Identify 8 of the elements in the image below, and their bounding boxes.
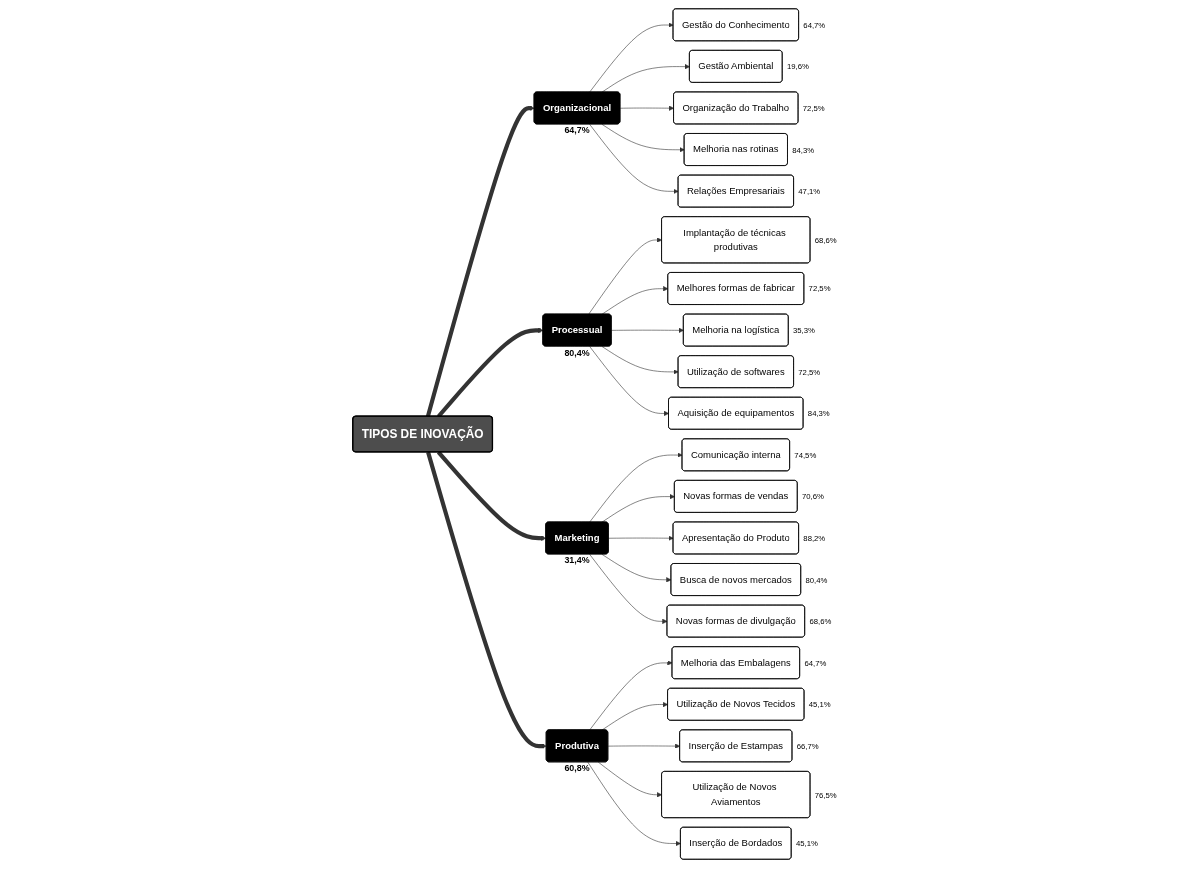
percentage-label: 80,4% [564,347,590,358]
arrow [436,450,546,541]
arrow [425,451,547,749]
percentage-label: 64,7% [564,125,590,136]
percentage-label: 60,8% [564,763,590,774]
arrow [436,327,544,418]
arrow [425,105,535,418]
percentage-label: 31,4% [564,555,590,566]
